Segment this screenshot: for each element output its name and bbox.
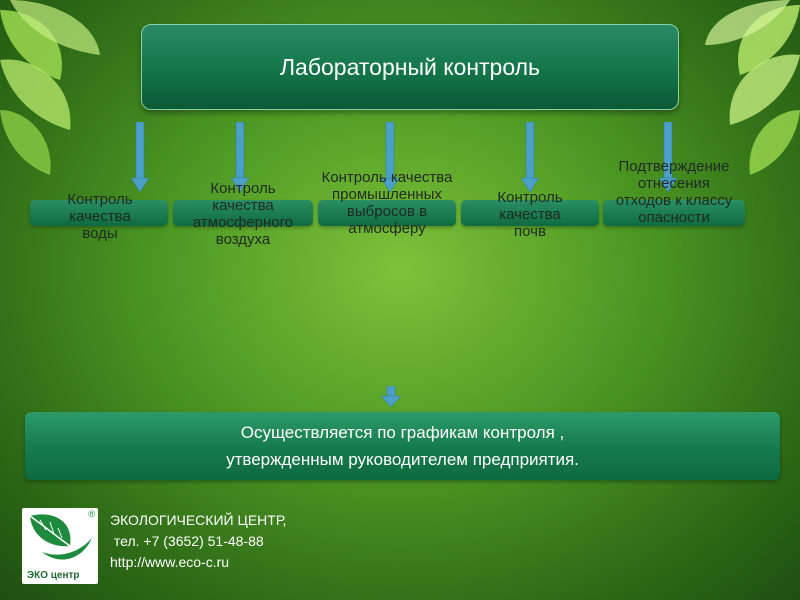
arrow-down-icon-2 — [231, 122, 249, 192]
node-label-soil: Контроль качества почв — [497, 189, 563, 240]
eco-center-logo: ® ЭКО центр — [22, 508, 98, 584]
arrow-down-icon-1 — [131, 122, 149, 192]
footer-phone: тел. +7 (3652) 51-48-88 — [110, 533, 264, 549]
schedule-box: Осуществляется по графикам контроля , ут… — [25, 412, 780, 480]
footer-website-link[interactable]: http://www.eco-c.ru — [110, 554, 230, 570]
footer-contact: ЭКОЛОГИЧЕСКИЙ ЦЕНТР, тел. +7 (3652) 51-4… — [110, 510, 286, 573]
node-label-water: Контроль качества воды — [67, 191, 133, 242]
arrow-down-icon-5 — [659, 122, 677, 192]
arrow-down-small-icon — [381, 386, 401, 408]
node-strip-5 — [603, 200, 745, 226]
title-box: Лабораторный контроль — [141, 24, 679, 110]
node-label-emissions: Контроль качества промышленных выбросов … — [321, 169, 453, 237]
node-strip-2 — [173, 200, 313, 226]
leaves-top-left-decoration — [0, 0, 100, 175]
footer-org-name: ЭКОЛОГИЧЕСКИЙ ЦЕНТР, — [110, 512, 287, 528]
node-strip-4 — [461, 200, 599, 226]
logo-registered-mark: ® — [88, 509, 95, 519]
arrow-down-icon-4 — [521, 122, 539, 192]
logo-text: ЭКО центр — [27, 570, 80, 581]
node-strip-3 — [318, 200, 456, 226]
leaves-top-right-decoration — [705, 0, 800, 175]
schedule-line-1: Осуществляется по графикам контроля , — [240, 423, 565, 442]
node-label-air: Контроль качества атмосферного воздуха — [192, 180, 294, 248]
node-label-waste: Подтверждение отнесения отходов к классу… — [615, 158, 733, 226]
title-text: Лабораторный контроль — [279, 53, 541, 80]
leaf-logo-icon — [29, 514, 92, 560]
schedule-line-2: утвержденным руководителем предприятия. — [226, 450, 579, 469]
node-strip-1 — [30, 200, 168, 226]
arrow-down-icon-3 — [381, 122, 399, 192]
